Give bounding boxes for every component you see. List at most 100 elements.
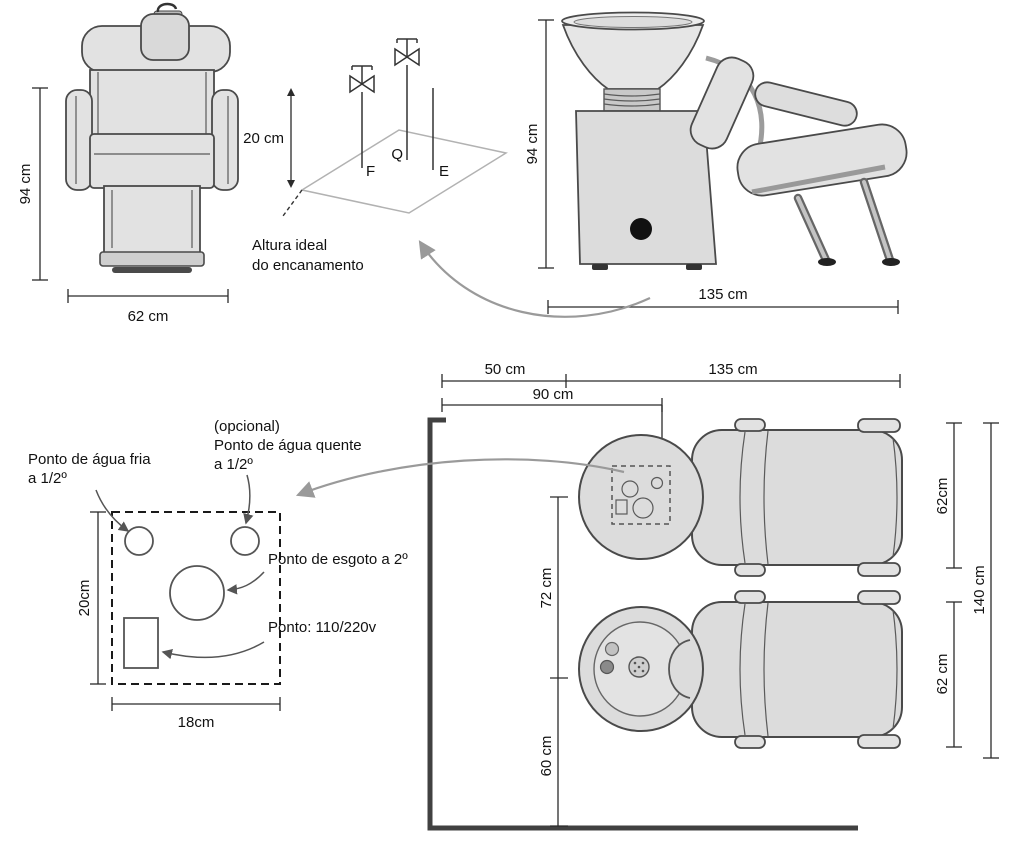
topview-offset-dimension: 50 cm 135 cm xyxy=(441,361,901,388)
front-height-dimension: 94 cm xyxy=(17,87,48,281)
plumbing-caption-line2: do encanamento xyxy=(252,257,364,274)
basin-neck-ribs xyxy=(603,93,661,107)
upper-unit xyxy=(578,418,903,577)
detail-height-dimension: 20cm xyxy=(76,511,106,685)
front-height-label: 94 cm xyxy=(17,164,34,205)
cabinet-drain-hole xyxy=(630,218,652,240)
lower-chair-bar-bottom xyxy=(857,734,901,749)
arrow-to-plumbing-detail xyxy=(418,240,651,318)
lower-chair-width-dimension: 62 cm xyxy=(934,601,962,748)
lower-basin-neck-rest xyxy=(668,639,691,699)
front-view: 94 cm 62 cm xyxy=(17,2,239,325)
upper-basin-plumbing-zone xyxy=(611,465,671,525)
side-height-label: 94 cm xyxy=(524,124,541,165)
plumbing-e-label: E xyxy=(439,163,449,180)
upper-chair-width-dimension: 62cm xyxy=(934,422,962,569)
lower-chair-crease2 xyxy=(763,602,769,737)
chair-underframe xyxy=(751,164,886,195)
cold-water-point xyxy=(124,526,154,556)
upper-basin-cold-point xyxy=(621,480,639,498)
upper-chair-endline xyxy=(892,437,898,558)
mounting-plane xyxy=(300,129,508,214)
lower-chair-nub-top xyxy=(734,590,766,604)
topview-length-label: 135 cm xyxy=(708,361,757,378)
cabinet-foot-right xyxy=(686,264,702,270)
upper-basin-power-point xyxy=(615,499,628,515)
cold-water-leader xyxy=(95,489,130,532)
chair-armrest xyxy=(754,81,858,127)
hot-water-valve-icon xyxy=(394,38,420,160)
lower-chair-bar-top xyxy=(857,590,901,605)
chair-leg-rear xyxy=(796,196,828,262)
front-seat xyxy=(89,133,215,189)
topview-offset-label: 50 cm xyxy=(485,361,526,378)
front-footrest xyxy=(103,185,201,255)
upper-chair-width-label: 62cm xyxy=(934,478,951,515)
basin-spacing-dimension: 72 cm xyxy=(538,496,568,679)
optional-label: (opcional) xyxy=(214,418,280,435)
upper-chair-crease1 xyxy=(739,431,746,564)
upper-chair-bar-top xyxy=(857,418,901,433)
total-depth-label: 140 cm xyxy=(971,565,988,614)
basin-to-wall-label: 60 cm xyxy=(538,736,555,777)
upper-basin xyxy=(578,434,704,560)
drain-label: Ponto de esgoto a 2º xyxy=(268,551,408,568)
front-armrest-left xyxy=(65,89,93,191)
front-headrest xyxy=(140,13,190,61)
plumbing-f-label: F xyxy=(366,163,375,180)
side-height-dimension: 94 cm xyxy=(524,19,554,269)
hot-water-label-line2: a 1/2º xyxy=(214,456,253,473)
lower-chair-body xyxy=(691,601,903,738)
chair-seat xyxy=(736,123,908,197)
power-label: Ponto: 110/220v xyxy=(268,619,377,636)
basin-rim-inner xyxy=(573,16,693,28)
drain-leader xyxy=(226,571,265,595)
lower-basin-drain-holes xyxy=(633,661,645,673)
side-view: 94 cm 135 cm xyxy=(524,11,908,314)
upper-chair-body xyxy=(691,429,903,566)
upper-chair-crease2 xyxy=(763,430,769,565)
front-base xyxy=(99,251,205,267)
chair-leg-front xyxy=(862,180,892,262)
lower-chair-endline xyxy=(892,609,898,730)
lower-basin-knob1 xyxy=(604,641,620,657)
wall xyxy=(427,417,858,831)
lower-basin-knob2 xyxy=(599,659,615,675)
plumbing-height-dimension: 20 cm xyxy=(243,88,295,188)
upper-chair-nub-top xyxy=(734,418,766,432)
basin-spacing-label: 72 cm xyxy=(538,568,555,609)
cabinet xyxy=(575,110,717,265)
upper-basin-drain-point xyxy=(632,497,654,519)
hot-water-point xyxy=(230,526,260,556)
front-width-dimension: 62 cm xyxy=(67,289,229,325)
front-base-shadow xyxy=(112,267,192,273)
chair-foot-front xyxy=(882,258,900,266)
upper-chair-bar-bottom xyxy=(857,562,901,577)
detail-boundary xyxy=(111,511,281,685)
basin-to-wall-dimension: 60 cm xyxy=(538,678,568,827)
detail-width-label: 18cm xyxy=(178,714,215,731)
top-view: 50 cm 135 cm 90 cm xyxy=(427,361,999,831)
basin-funnel xyxy=(561,24,705,90)
chair-foot-rear xyxy=(818,258,836,266)
front-backrest xyxy=(89,69,215,141)
headrest-hook-icon xyxy=(156,2,178,13)
hot-water-label-line1: Ponto de água quente xyxy=(214,437,362,454)
cold-water-label-line1: Ponto de água fria xyxy=(28,451,151,468)
topview-basin-offset-dimension: 90 cm xyxy=(441,386,663,466)
lower-chair-crease1 xyxy=(739,603,746,736)
upper-basin-hot-point xyxy=(650,476,664,490)
total-depth-dimension: 140 cm xyxy=(971,422,999,759)
power-outlet xyxy=(123,617,159,669)
drain-point xyxy=(169,565,225,621)
cold-water-valve-icon xyxy=(349,65,375,168)
topview-basin-offset-label: 90 cm xyxy=(533,386,574,403)
detail-width-dimension: 18cm xyxy=(111,697,281,731)
upper-chair-nub-bottom xyxy=(734,563,766,577)
lower-unit xyxy=(578,590,903,749)
power-leader xyxy=(161,641,265,660)
side-length-dimension: 135 cm xyxy=(547,286,899,314)
arrow-to-connection-detail xyxy=(295,458,625,498)
front-armrest-right xyxy=(211,89,239,191)
plumbing-caption-line1: Altura ideal xyxy=(252,237,327,254)
